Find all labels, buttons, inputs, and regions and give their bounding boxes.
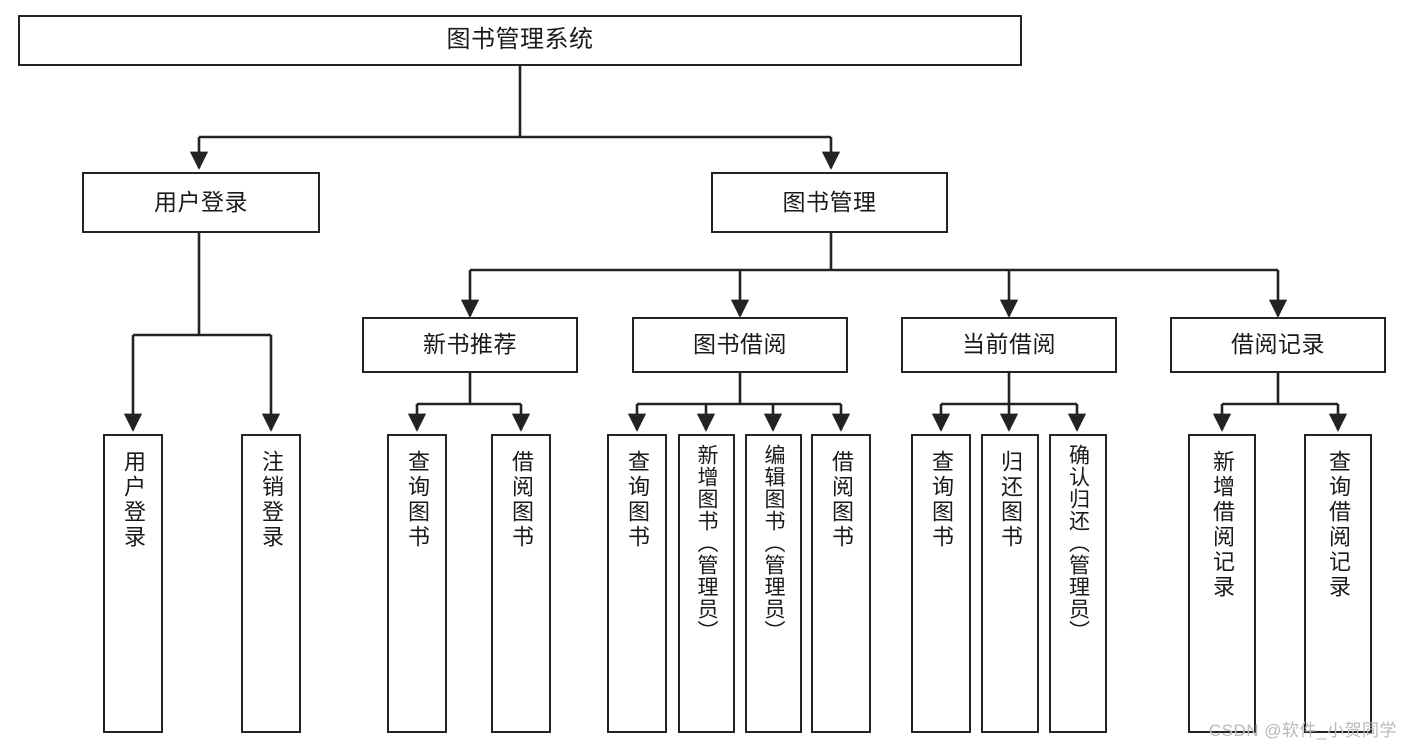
node-label: 注销登录 — [259, 450, 284, 550]
node-label: 借阅记录 — [1231, 331, 1325, 358]
node-user-login[interactable]: 用户登录 — [82, 172, 320, 233]
node-label: 编辑图书（管理员） — [762, 444, 785, 642]
leaf-br-add-record[interactable]: 新增借阅记录 — [1188, 434, 1256, 733]
leaf-bb-borrow-book[interactable]: 借阅图书 — [811, 434, 871, 733]
leaf-br-query-record[interactable]: 查询借阅记录 — [1304, 434, 1372, 733]
node-label: 归还图书 — [998, 450, 1023, 550]
node-label: 查询图书 — [625, 450, 650, 550]
node-label: 图书管理系统 — [446, 26, 594, 54]
leaf-cb-query-book[interactable]: 查询图书 — [911, 434, 971, 733]
node-label: 查询图书 — [405, 450, 430, 550]
leaf-cb-confirm-return-admin[interactable]: 确认归还（管理员） — [1049, 434, 1107, 733]
node-label: 图书管理 — [782, 188, 877, 215]
node-root-book-management-system[interactable]: 图书管理系统 — [18, 15, 1022, 66]
node-label: 图书借阅 — [693, 331, 787, 358]
leaf-nb-borrow-book[interactable]: 借阅图书 — [491, 434, 551, 733]
leaf-bb-query-book[interactable]: 查询图书 — [607, 434, 667, 733]
node-label: 借阅图书 — [509, 450, 534, 550]
node-borrow-record[interactable]: 借阅记录 — [1170, 317, 1386, 373]
node-book-management[interactable]: 图书管理 — [711, 172, 948, 233]
node-label: 当前借阅 — [962, 331, 1056, 358]
node-label: 用户登录 — [121, 450, 146, 550]
node-current-borrow[interactable]: 当前借阅 — [901, 317, 1117, 373]
node-label: 新增图书（管理员） — [695, 444, 718, 642]
node-label: 确认归还（管理员） — [1066, 444, 1090, 642]
node-book-borrow[interactable]: 图书借阅 — [632, 317, 848, 373]
leaf-nb-query-book[interactable]: 查询图书 — [387, 434, 447, 733]
node-label: 新书推荐 — [423, 331, 517, 358]
node-new-book-recommend[interactable]: 新书推荐 — [362, 317, 578, 373]
node-label: 借阅图书 — [829, 450, 854, 550]
leaf-logout[interactable]: 注销登录 — [241, 434, 301, 733]
leaf-bb-add-book-admin[interactable]: 新增图书（管理员） — [678, 434, 735, 733]
node-label: 新增借阅记录 — [1210, 450, 1235, 600]
watermark: CSDN @软件_小贺同学 — [1208, 721, 1397, 740]
node-label: 查询图书 — [929, 450, 954, 550]
leaf-user-login[interactable]: 用户登录 — [103, 434, 163, 733]
node-label: 用户登录 — [154, 188, 248, 215]
node-label: 查询借阅记录 — [1326, 450, 1351, 600]
leaf-bb-edit-book-admin[interactable]: 编辑图书（管理员） — [745, 434, 802, 733]
leaf-cb-return-book[interactable]: 归还图书 — [981, 434, 1039, 733]
